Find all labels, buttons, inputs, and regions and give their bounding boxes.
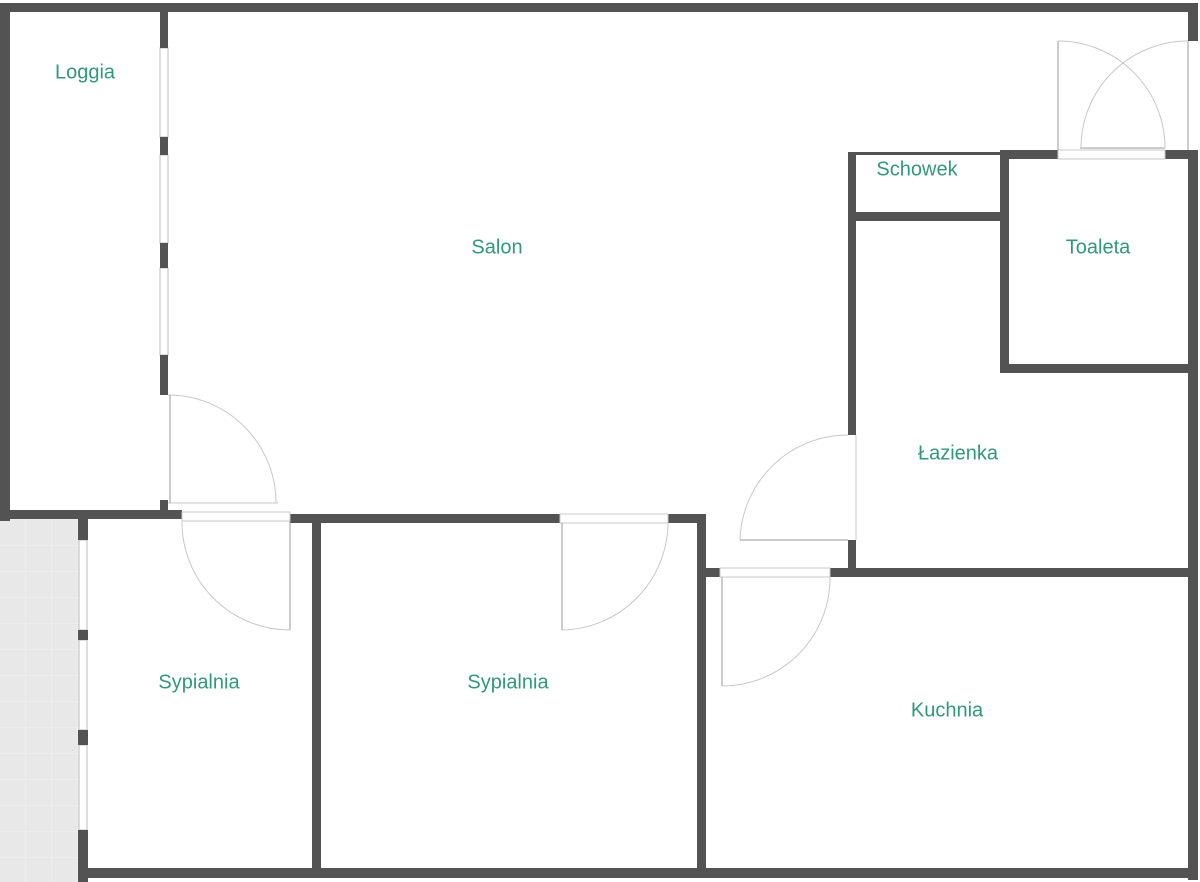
door-kitchen [719,567,831,687]
window [159,47,169,138]
wall [848,212,1003,221]
wall [290,514,560,523]
room-label-sypialnia-2: Sypialnia [467,671,549,693]
wall [78,830,88,882]
wall [1188,3,1198,41]
room-label-kuchnia: Kuchnia [911,699,984,721]
wall [0,3,1198,12]
wall [78,730,88,745]
room-label-toaleta: Toaleta [1066,236,1131,258]
wall [0,3,10,521]
wall [78,518,88,540]
wall [848,152,1000,155]
wall [0,510,182,519]
window [159,267,169,356]
wall [160,500,168,518]
wall [160,243,168,268]
window [78,639,88,731]
window [78,539,88,631]
room-label-sypialnia-1: Sypialnia [158,671,240,693]
exterior-area [0,518,80,882]
window [78,744,88,831]
wall [78,630,88,640]
door-bathroom [739,434,857,541]
door-bedroom-2 [559,513,669,631]
door-bedroom-1 [181,511,291,631]
wall [697,514,706,873]
wall [830,568,1198,577]
doors [167,40,1189,687]
wall [160,10,168,48]
wall [668,514,705,523]
wall [1000,150,1058,159]
walls [0,3,1198,882]
wall [848,540,856,575]
room-label-schowek: Schowek [876,158,958,180]
wall [1188,150,1198,880]
room-label-lazienka: Łazienka [918,442,999,464]
room-label-salon: Salon [471,236,522,258]
wall [312,518,321,873]
wall [1000,364,1198,373]
door-loggia [167,394,278,504]
wall [160,355,168,395]
wall [705,568,720,577]
wall [1000,150,1009,372]
wall [848,152,856,435]
wall [160,137,168,155]
entrance-double-door[interactable] [1057,40,1189,160]
wall [1165,150,1198,159]
room-label-loggia: Loggia [55,61,116,83]
window [159,154,169,244]
wall [78,868,1198,878]
